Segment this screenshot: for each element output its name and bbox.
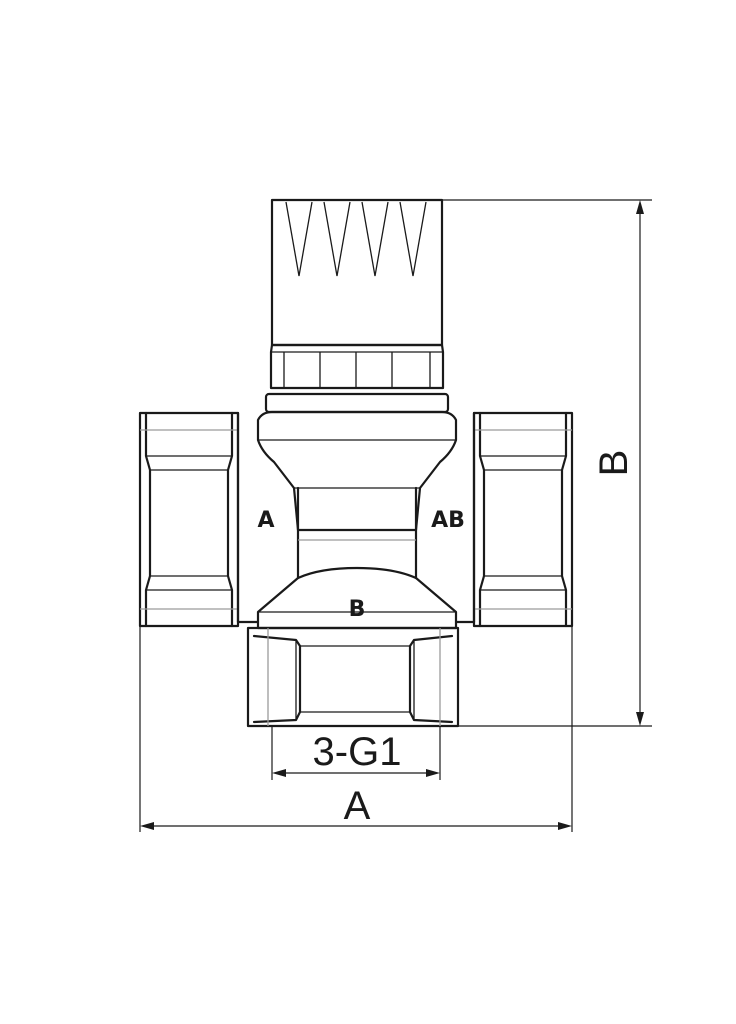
- width-dimension: A: [139, 626, 573, 832]
- port-label-a: A: [257, 508, 274, 533]
- width-arrow-right: [558, 822, 572, 830]
- valve-body: [236, 410, 476, 630]
- thread-label: 3-G1: [313, 730, 402, 774]
- height-arrow-top: [636, 200, 644, 214]
- thread-dimension: 3-G1: [271, 726, 441, 780]
- collar: [264, 392, 450, 414]
- height-label: B: [592, 450, 636, 477]
- port-label-ab: AB: [431, 508, 465, 533]
- knurled-nut: [269, 343, 445, 390]
- thread-arrow-left: [272, 769, 286, 777]
- left-hex-port: [138, 411, 240, 628]
- thread-arrow-right: [426, 769, 440, 777]
- bottom-hex-port: [246, 626, 460, 728]
- port-label-b: B: [349, 597, 366, 622]
- width-arrow-left: [140, 822, 154, 830]
- right-hex-port: [472, 411, 574, 628]
- width-label: A: [344, 784, 371, 828]
- height-dimension: B: [442, 199, 652, 727]
- height-arrow-bottom: [636, 712, 644, 726]
- actuator-knob: [270, 198, 444, 347]
